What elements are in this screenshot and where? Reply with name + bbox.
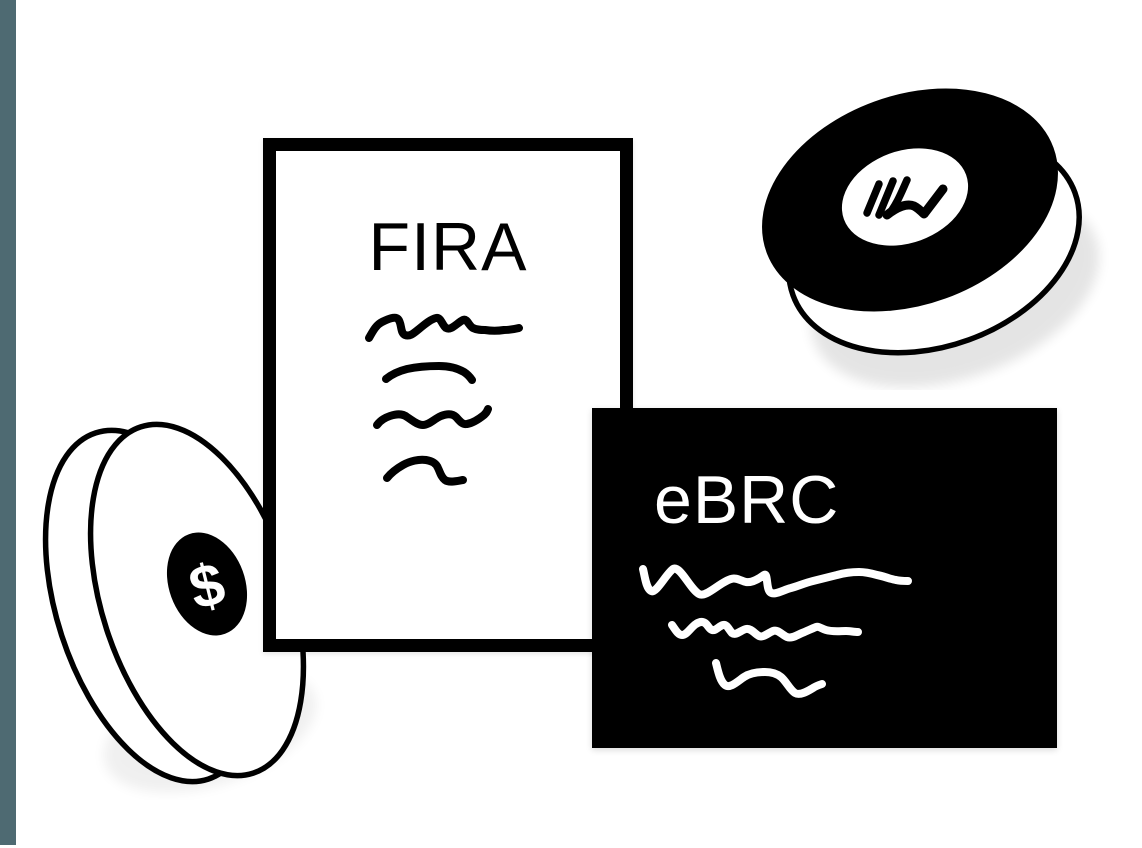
fira-document: FIRA — [263, 138, 633, 652]
ebrc-card-title: eBRC — [654, 462, 840, 538]
dollar-coin: $ — [42, 421, 316, 793]
scribble-line — [365, 313, 523, 342]
left-accent-bar — [0, 0, 16, 845]
scribble-line — [382, 362, 476, 384]
scribble-line — [712, 659, 826, 698]
scribble-line — [668, 617, 862, 642]
fira-document-title: FIRA — [368, 209, 528, 285]
rupee-scribble-icon — [863, 176, 948, 220]
rupee-coin-badge — [841, 148, 969, 246]
rupee-coin — [762, 88, 1100, 388]
ebrc-scribble-lines — [639, 564, 912, 698]
scribble-line — [639, 564, 912, 599]
ebrc-card: eBRC — [592, 408, 1057, 748]
dollar-coin-badge — [166, 532, 248, 636]
scribble-line — [373, 405, 492, 429]
scribble-line — [383, 455, 467, 486]
